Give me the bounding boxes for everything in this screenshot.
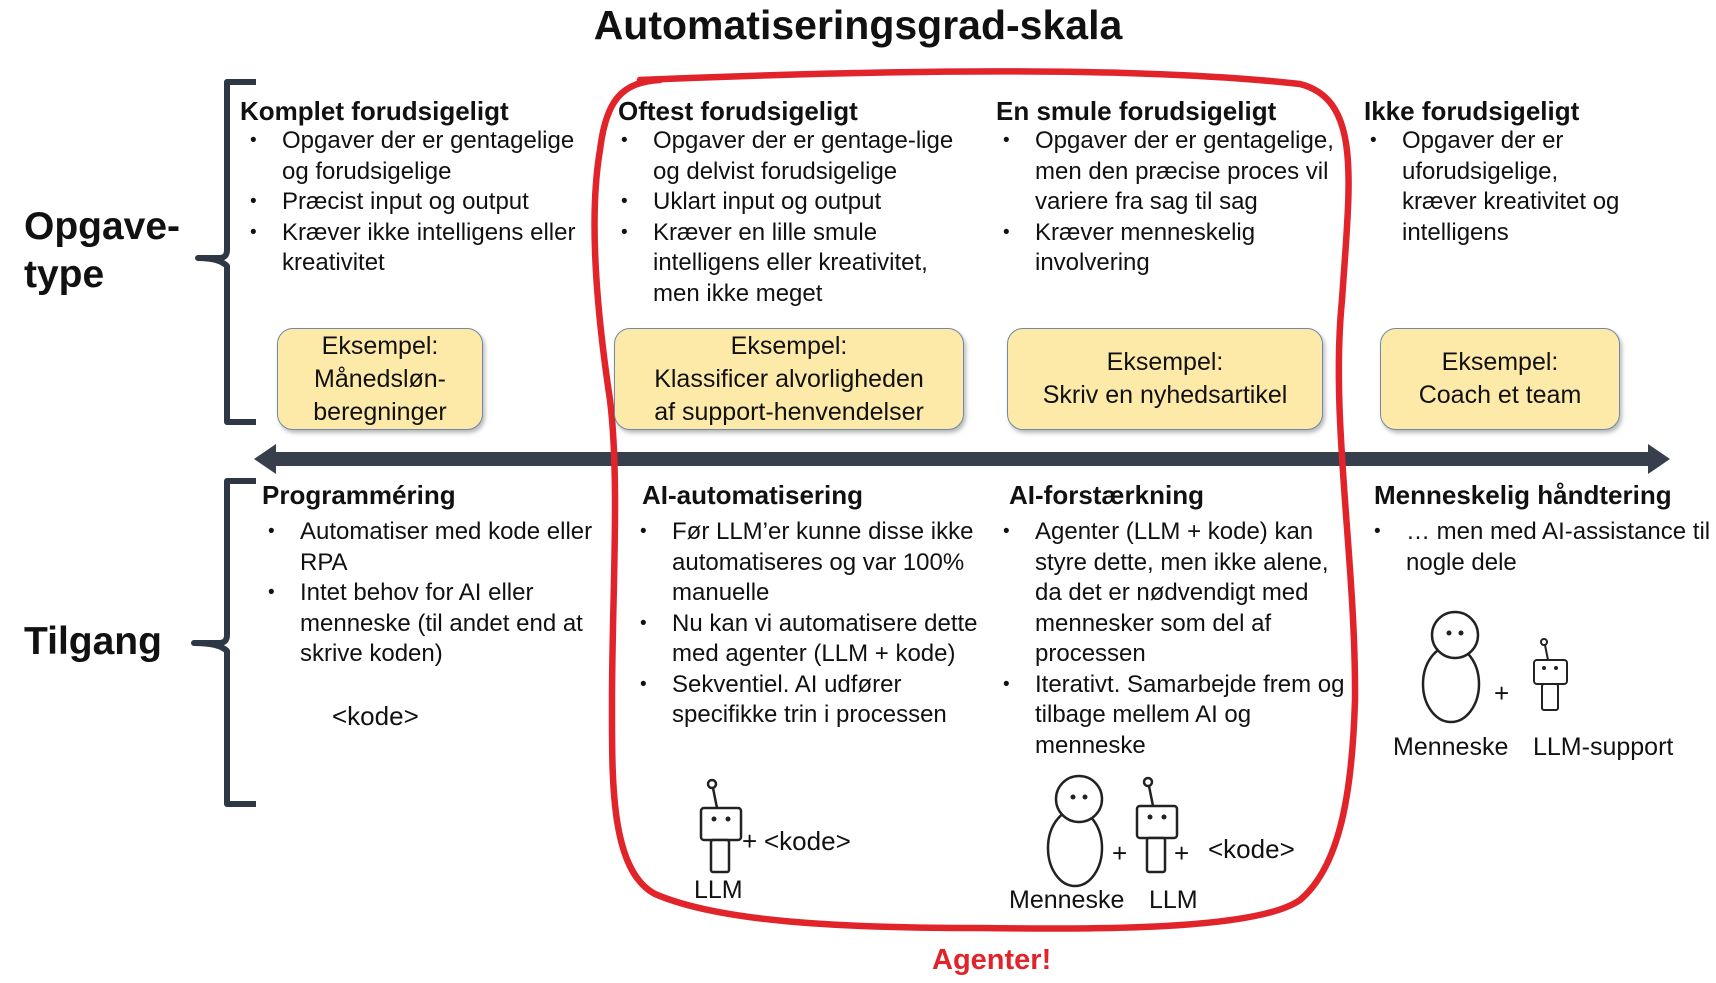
example-line: Skriv en nyhedsartikel bbox=[1042, 381, 1288, 409]
list-item: Kræver en lille smule intelligens eller … bbox=[615, 218, 970, 310]
list-item: Automatiser med kode eller RPA bbox=[262, 517, 622, 578]
approach-bullets-ai-augmentation: Agenter (LLM + kode) kan styre dette, me… bbox=[997, 517, 1357, 761]
row-label-task-type-line1: Opgave- bbox=[24, 205, 181, 248]
example-box-unpredictable: Eksempel: Coach et team bbox=[1380, 328, 1620, 430]
list-item: Opgaver der er gentagelige, men den præc… bbox=[997, 126, 1337, 218]
list-item: … men med AI-assistance til nogle dele bbox=[1368, 517, 1713, 578]
approach-bracket bbox=[191, 478, 256, 807]
code-label: <kode> bbox=[1208, 834, 1295, 864]
list-item: Opgaver der er uforudsigelige, kræver kr… bbox=[1364, 126, 1634, 248]
agents-highlight-loop bbox=[591, 68, 1359, 932]
approach-heading-human: Menneskelig håndtering bbox=[1374, 480, 1672, 510]
task-heading-slightly: En smule forudsigeligt bbox=[996, 96, 1277, 126]
diagram-title: Automatiseringsgrad-skala bbox=[593, 2, 1123, 48]
list-item: Før LLM’er kunne disse ikke automatisere… bbox=[634, 517, 979, 609]
task-heading-mostly: Oftest forudsigeligt bbox=[618, 96, 858, 126]
llm-label: LLM bbox=[1149, 886, 1198, 914]
approach-bullets-ai-automation: Før LLM’er kunne disse ikke automatisere… bbox=[634, 517, 979, 731]
example-label: Eksempel: bbox=[730, 331, 848, 360]
task-heading-complete: Komplet forudsigeligt bbox=[240, 96, 509, 126]
plus-sign: + bbox=[1174, 838, 1190, 868]
example-box-complete: Eksempel: Månedsløn- beregninger bbox=[277, 328, 483, 430]
list-item: Uklart input og output bbox=[615, 187, 970, 218]
llm-support-label: LLM-support bbox=[1533, 733, 1674, 761]
list-item: Opgaver der er gentage-lige og delvist f… bbox=[615, 126, 970, 187]
list-item: Intet behov for AI eller menneske (til a… bbox=[262, 578, 622, 670]
list-item: Kræver ikke intelligens eller kreativite… bbox=[244, 218, 584, 279]
example-line: Månedsløn- bbox=[314, 364, 446, 393]
task-bullets-unpredictable: Opgaver der er uforudsigelige, kræver kr… bbox=[1364, 126, 1634, 248]
example-box-slightly: Eksempel: Skriv en nyhedsartikel bbox=[1007, 328, 1323, 430]
example-line: af support-henvendelser bbox=[654, 397, 924, 426]
plus-sign: + bbox=[1494, 678, 1510, 708]
example-line: Coach et team bbox=[1418, 381, 1582, 409]
list-item: Nu kan vi automatisere dette med agenter… bbox=[634, 609, 979, 670]
approach-heading-ai-automation: AI-automatisering bbox=[642, 480, 864, 510]
task-heading-unpredictable: Ikke forudsigeligt bbox=[1364, 96, 1580, 126]
approach-bullets-programming: Automatiser med kode eller RPA Intet beh… bbox=[262, 517, 622, 670]
plus-sign: + bbox=[1112, 838, 1128, 868]
llm-label: LLM bbox=[694, 876, 743, 904]
example-label: Eksempel: bbox=[321, 331, 439, 360]
example-line: Klassificer alvorligheden bbox=[654, 364, 924, 393]
example-line: beregninger bbox=[313, 397, 447, 426]
approach-heading-programming: Programméring bbox=[262, 480, 456, 510]
approach-heading-ai-augmentation: AI-forstærkning bbox=[1009, 480, 1204, 510]
agents-label: Agenter! bbox=[932, 944, 1052, 976]
human-label: Menneske bbox=[1393, 733, 1509, 761]
code-label: <kode> bbox=[332, 701, 419, 731]
row-label-task-type: Opgave- type bbox=[24, 203, 180, 299]
code-label: <kode> bbox=[764, 826, 851, 856]
plus-sign: + bbox=[742, 826, 758, 856]
example-label: Eksempel: bbox=[1106, 348, 1224, 376]
list-item: Kræver menneskelig involvering bbox=[997, 218, 1337, 279]
list-item: Præcist input og output bbox=[244, 187, 584, 218]
example-box-mostly: Eksempel: Klassificer alvorligheden af s… bbox=[614, 328, 964, 430]
list-item: Sekventiel. AI udfører specifikke trin i… bbox=[634, 670, 979, 731]
list-item: Iterativt. Samarbejde frem og tilbage me… bbox=[997, 670, 1357, 762]
task-bullets-complete: Opgaver der er gentagelige og forudsigel… bbox=[244, 126, 584, 279]
row-label-approach: Tilgang bbox=[24, 620, 162, 663]
row-label-task-type-line2: type bbox=[24, 253, 105, 296]
human-label: Menneske bbox=[1009, 886, 1125, 914]
list-item: Agenter (LLM + kode) kan styre dette, me… bbox=[997, 517, 1357, 670]
timeline-arrow bbox=[254, 444, 1670, 474]
task-bullets-slightly: Opgaver der er gentagelige, men den præc… bbox=[997, 126, 1337, 279]
task-bullets-mostly: Opgaver der er gentage-lige og delvist f… bbox=[615, 126, 970, 309]
example-label: Eksempel: bbox=[1441, 348, 1559, 376]
task-type-bracket bbox=[195, 79, 256, 425]
list-item: Opgaver der er gentagelige og forudsigel… bbox=[244, 126, 584, 187]
approach-bullets-human: … men med AI-assistance til nogle dele bbox=[1368, 517, 1713, 578]
